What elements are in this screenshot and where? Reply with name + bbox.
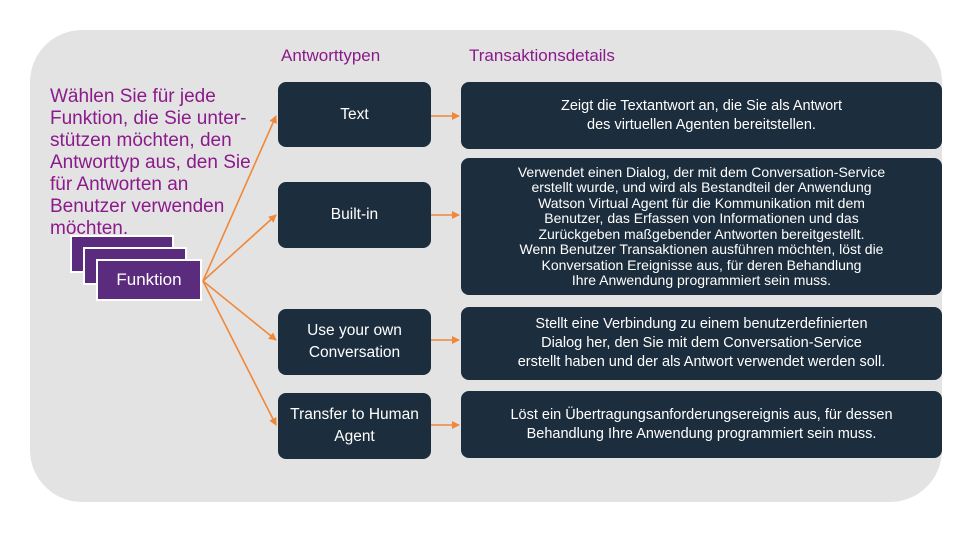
heading-response-types: Antworttypen: [281, 46, 381, 65]
type-human-agent-box: Transfer to Human Agent: [278, 393, 431, 459]
arrow-function-to-own-conversation: [202, 280, 277, 341]
arrow-function-to-built-in: [202, 214, 277, 282]
type-built-in-box: Built-in: [278, 182, 431, 248]
detail-text-box: Zeigt die Textantwort an, die Sie als An…: [461, 82, 942, 149]
detail-human-agent-box: Löst ein Übertragungsanforderungsereigni…: [461, 391, 942, 458]
heading-transaction-details: Transaktionsdetails: [469, 46, 615, 65]
detail-own-conversation-box: Stellt eine Verbindung zu einem benutzer…: [461, 307, 942, 380]
type-text-box: Text: [278, 82, 431, 147]
arrow-function-to-human-agent: [202, 280, 277, 426]
function-card: Funktion: [96, 259, 202, 301]
intro-text: Wählen Sie für jede Funktion, die Sie un…: [50, 86, 251, 239]
detail-built-in-box: Verwendet einen Dialog, der mit dem Conv…: [461, 158, 942, 295]
type-own-conversation-box: Use your own Conversation: [278, 309, 431, 375]
arrow-function-to-text: [202, 115, 277, 282]
